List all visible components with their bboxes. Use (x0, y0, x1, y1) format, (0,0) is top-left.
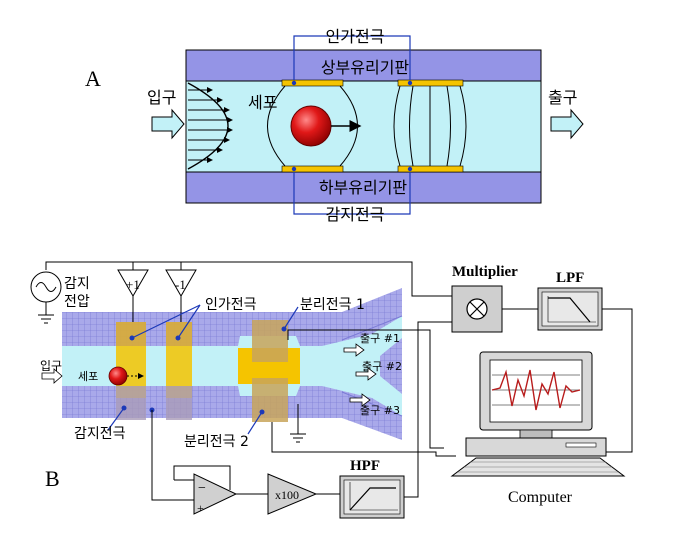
lower-electrode-right (397, 165, 464, 173)
buffer-minus-one-label: -1 (175, 277, 186, 292)
chip-cell-label: 세포 (78, 370, 98, 383)
outlet-3-label: 출구 #3 (360, 404, 400, 417)
separation-electrode-2-label: 분리전극 2 (184, 434, 249, 450)
hpf-label: HPF (350, 458, 380, 474)
applied-electrode-lead (293, 35, 411, 80)
hpf-to-multiplier-wire (404, 321, 452, 498)
buffer-plus-one-label: +1 (126, 277, 140, 292)
computer-control-wire (271, 422, 456, 457)
chip-inlet-label: 입구 (40, 359, 62, 373)
panel-a-label: A (85, 66, 101, 91)
outlet-label: 출구 (548, 88, 577, 107)
signal-trace (491, 369, 581, 411)
lower-electrode-left (281, 165, 344, 173)
chip-channel (62, 316, 402, 416)
panel-a: A 인가전극 상부유리기판 하부유리기판 감지전극 (85, 27, 584, 224)
outlet-2-label: 출구 #2 (362, 360, 402, 373)
source-label-2: 전압 (64, 294, 90, 310)
separation-electrode-1 (252, 320, 288, 362)
source-label-1: 감지 (64, 276, 90, 292)
lpf-response (548, 297, 591, 323)
inlet-label: 입구 (147, 88, 176, 107)
hpf-response (349, 487, 396, 511)
computer (450, 351, 626, 477)
field-lines-right (393, 85, 467, 167)
lower-glass-substrate (185, 171, 542, 204)
gain-amplifier (267, 473, 318, 515)
applied-electrode-label: 인가전극 (326, 27, 385, 46)
flow-arrows (188, 87, 233, 163)
separation-ground (290, 404, 306, 443)
fluid-channel (185, 79, 542, 174)
separation-electrode-1-label: 분리전극 1 (300, 297, 365, 313)
computer-label: Computer (508, 489, 573, 506)
sensing-electrode-label: 감지전극 (326, 205, 385, 224)
cell-label: 세포 (248, 93, 277, 112)
chip-cell (108, 366, 128, 386)
upper-electrode-left (281, 79, 344, 87)
outlet-1-label: 출구 #1 (360, 332, 400, 345)
upper-substrate-label: 상부유리기판 (321, 58, 410, 77)
opamp-plus-label: + (197, 501, 204, 515)
lpf-label: LPF (556, 270, 584, 286)
separation-electrode-2 (252, 378, 288, 422)
opamp-minus-label: − (198, 481, 206, 496)
panel-b: B +1 -1 감지 전압 (30, 261, 633, 519)
outlet-3-arrow (349, 393, 371, 407)
outlet-arrow (550, 108, 584, 140)
computer-case (465, 437, 607, 457)
inlet-arrow (151, 108, 185, 140)
gain-label: x100 (275, 488, 299, 502)
outlet-1-arrow (343, 343, 365, 357)
lpf-to-computer-wire (602, 308, 633, 453)
excitation-wire (45, 261, 452, 297)
monitor-screen (489, 359, 583, 423)
sensing-electrode-label: 감지전극 (74, 426, 126, 442)
outlet-2-arrow (355, 367, 377, 381)
upper-electrode-right (397, 79, 464, 87)
sensing-electrode-lead (293, 172, 411, 215)
panel-b-label: B (45, 466, 60, 491)
trans-impedance-amplifier (193, 473, 238, 515)
chip-inlet-arrow (41, 368, 63, 384)
multiplier-label: Multiplier (452, 264, 518, 280)
source-ground (38, 302, 54, 324)
applied-electrode-label: 인가전극 (205, 297, 257, 313)
flow-profile (187, 82, 229, 170)
cell (290, 105, 332, 147)
lower-substrate-label: 하부유리기판 (319, 178, 408, 197)
upper-glass-substrate (185, 49, 542, 82)
